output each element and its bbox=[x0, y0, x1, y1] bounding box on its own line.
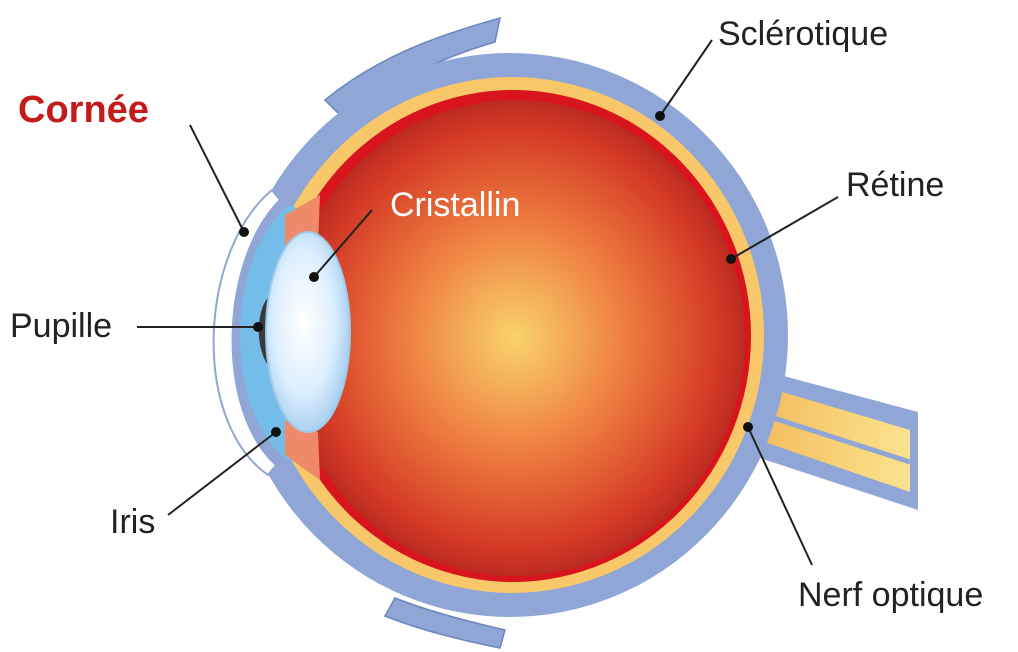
pointer-dot-pupille bbox=[253, 322, 263, 332]
label-iris: Iris bbox=[110, 503, 155, 541]
leader-iris bbox=[168, 432, 276, 515]
pointer-dot-iris bbox=[271, 427, 281, 437]
pointer-dot-retine bbox=[726, 254, 736, 264]
leader-sclerotique bbox=[660, 40, 712, 116]
label-retine: Rétine bbox=[846, 166, 944, 204]
label-cristallin: Cristallin bbox=[390, 186, 520, 224]
pointer-dot-cornee bbox=[239, 227, 249, 237]
crystalline-lens bbox=[266, 232, 350, 432]
vitreous-body bbox=[285, 100, 745, 576]
pointer-dot-cristallin bbox=[309, 272, 319, 282]
label-nerf-optique: Nerf optique bbox=[798, 576, 983, 614]
pointer-dot-sclerotique bbox=[655, 111, 665, 121]
pointer-dot-nerf-optique bbox=[743, 422, 753, 432]
label-sclerotique: Sclérotique bbox=[718, 15, 888, 53]
label-cornee: Cornée bbox=[18, 89, 149, 131]
label-pupille: Pupille bbox=[10, 307, 112, 345]
leader-cornee bbox=[190, 125, 244, 232]
